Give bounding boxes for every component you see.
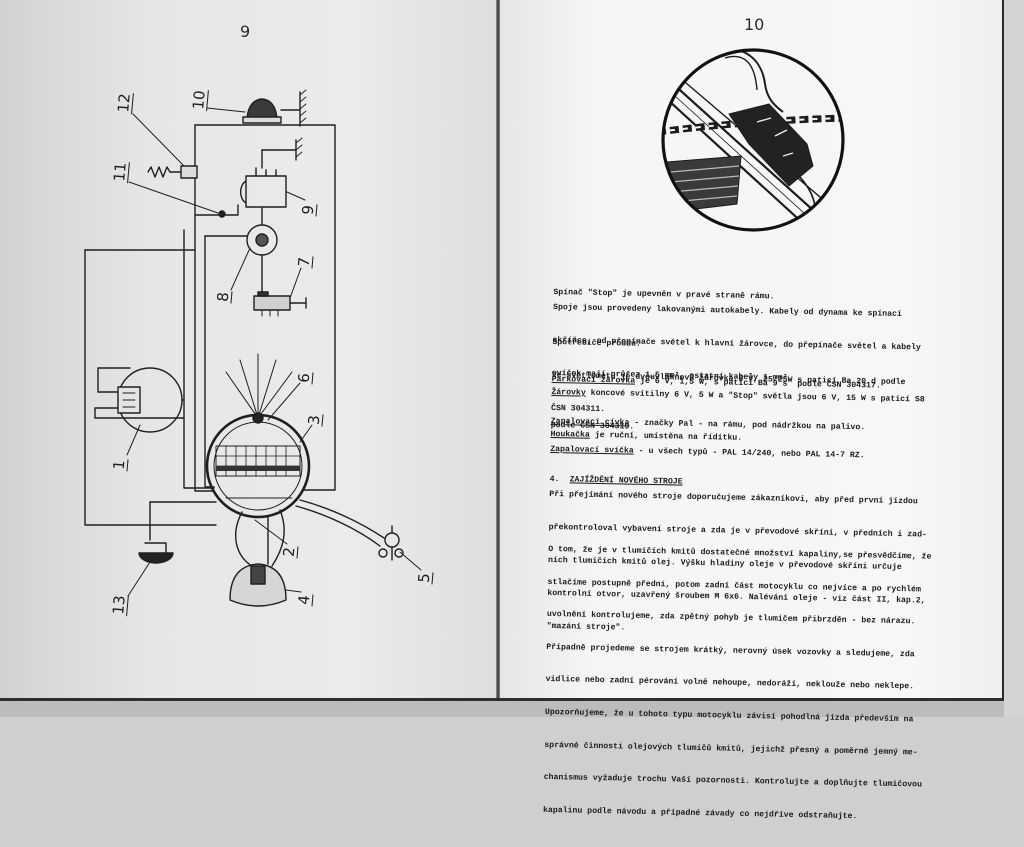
switch-wires	[716, 50, 816, 207]
callout-label: 5	[414, 571, 434, 585]
callout-label: 8	[213, 290, 233, 304]
page-number: 10	[744, 15, 765, 34]
callout-label: 10	[189, 88, 209, 112]
dynamo	[94, 367, 185, 433]
wiring-diagram	[84, 89, 422, 607]
callout-label: 9	[298, 203, 318, 217]
paragraph-line: stlačíme postupně přední, potom zadní čá…	[547, 577, 922, 595]
paragraph-line: Při přejímání nového stroje doporučujeme…	[549, 489, 918, 507]
callout-label: 1	[109, 458, 129, 472]
ignition-coil	[239, 137, 303, 208]
page-number: 9	[240, 22, 251, 41]
horn-button	[242, 89, 307, 127]
callout-label: 2	[279, 545, 299, 559]
dampers-paragraph: O tom, že je v tlumičích kmitů dostatečn…	[542, 523, 932, 846]
stop-switch-detail-illustration	[661, 48, 845, 232]
paragraph-line: uvolnění kontrolujeme, zda zpětný pohyb …	[546, 610, 916, 627]
scan-margin	[1004, 0, 1024, 717]
paragraph-line: vidlice nebo zadní pérování volně nehoup…	[545, 675, 915, 692]
paragraph-line: O tom, že je v tlumičích kmitů dostatečn…	[548, 544, 932, 562]
stop-switch-spring	[147, 165, 198, 179]
frame-block	[666, 155, 742, 213]
paragraph-line: chanismus vyžaduje trochu Vaší pozornost…	[543, 773, 922, 790]
page-fold	[496, 0, 500, 700]
callout-leaders	[126, 107, 422, 597]
callout-label: 6	[294, 371, 314, 385]
scan-bottom-margin	[0, 701, 1004, 717]
frame-tube	[663, 76, 843, 230]
paragraph-line: Upozorňujeme, že u tohoto typu motocyklu…	[544, 707, 914, 725]
callout-label: 11	[110, 160, 130, 184]
manual-text: Spínač "Stop" je upevněn v pravé straně …	[543, 262, 974, 821]
switch-box	[205, 412, 311, 519]
horn	[295, 499, 404, 561]
ignition-switch	[246, 224, 278, 297]
rear-lamp	[138, 542, 174, 564]
callout-label: 13	[109, 593, 129, 617]
headlight	[229, 509, 287, 607]
callout-label: 3	[304, 413, 324, 427]
callout-label: 7	[294, 255, 314, 269]
switch-positions	[225, 353, 293, 419]
page-edge	[1002, 0, 1004, 700]
stop-switch-body	[728, 103, 814, 187]
spark-plug	[253, 291, 307, 317]
callout-label: 4	[294, 593, 314, 607]
connector-terminal	[218, 210, 226, 218]
paragraph-line: správné činnosti olejových tlumičů kmitů…	[544, 740, 918, 757]
page-bottom-edge	[0, 698, 1004, 701]
callout-label: 12	[114, 91, 134, 115]
wiring-harness	[84, 124, 336, 541]
paragraph-line: kapalinu podle návodu a případné závady …	[542, 805, 858, 821]
paragraph-line: Případně projedeme se strojem krátký, ne…	[546, 642, 915, 660]
